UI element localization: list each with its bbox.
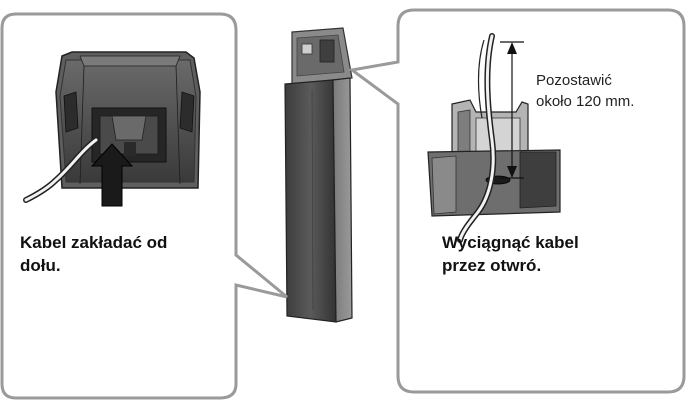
measurement-label-line2: około 120 mm. <box>536 93 635 110</box>
right-caption-line1: Wyciągnąć kabel <box>442 233 579 252</box>
dimension-arrow-icon <box>500 41 524 179</box>
speaker-base-underside <box>55 51 201 189</box>
left-caption-line2: dołu. <box>20 256 61 275</box>
left-caption-line1: Kabel zakładać od <box>20 233 168 252</box>
up-arrow-icon <box>90 143 134 207</box>
speaker-base-top <box>427 99 561 217</box>
speaker-column <box>284 27 353 323</box>
measurement-label-line1: Pozostawić <box>536 72 612 89</box>
right-caption-line2: przez otwró. <box>442 256 542 275</box>
